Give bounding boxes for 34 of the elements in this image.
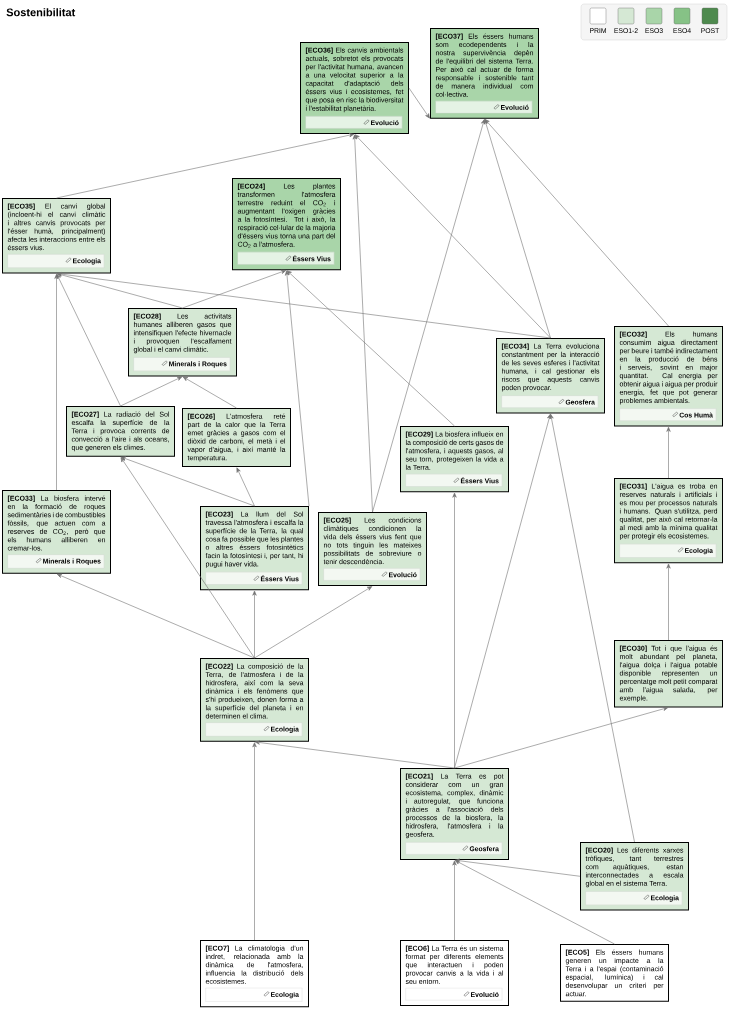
arrow <box>666 426 671 479</box>
arrow <box>236 467 255 507</box>
arrow <box>452 492 457 769</box>
arrow <box>354 134 551 339</box>
arrow <box>454 413 552 769</box>
arrow <box>549 413 635 843</box>
arrow <box>252 742 257 941</box>
arrow <box>120 376 183 407</box>
arrow <box>484 119 669 327</box>
title: Sostenibilitat <box>6 8 76 17</box>
arrow <box>120 456 255 507</box>
arrow <box>483 119 551 339</box>
arrow <box>454 860 615 945</box>
arrow <box>182 269 287 309</box>
arrow <box>254 586 373 659</box>
arrow <box>120 457 255 659</box>
arrow <box>56 573 255 659</box>
arrow <box>182 376 237 409</box>
arrow <box>286 270 455 427</box>
arrow <box>56 272 551 339</box>
arrow <box>408 87 430 119</box>
arrow <box>454 858 581 877</box>
arrow <box>454 706 669 769</box>
arrow <box>352 134 373 513</box>
arrow <box>54 273 59 491</box>
arrow <box>56 272 183 309</box>
arrow <box>284 270 310 507</box>
arrow <box>255 740 455 769</box>
arrow <box>452 860 457 941</box>
arrow <box>372 119 486 513</box>
arrow <box>666 563 671 641</box>
arrow <box>56 133 355 199</box>
arrow <box>252 590 257 659</box>
arrow <box>56 273 121 407</box>
